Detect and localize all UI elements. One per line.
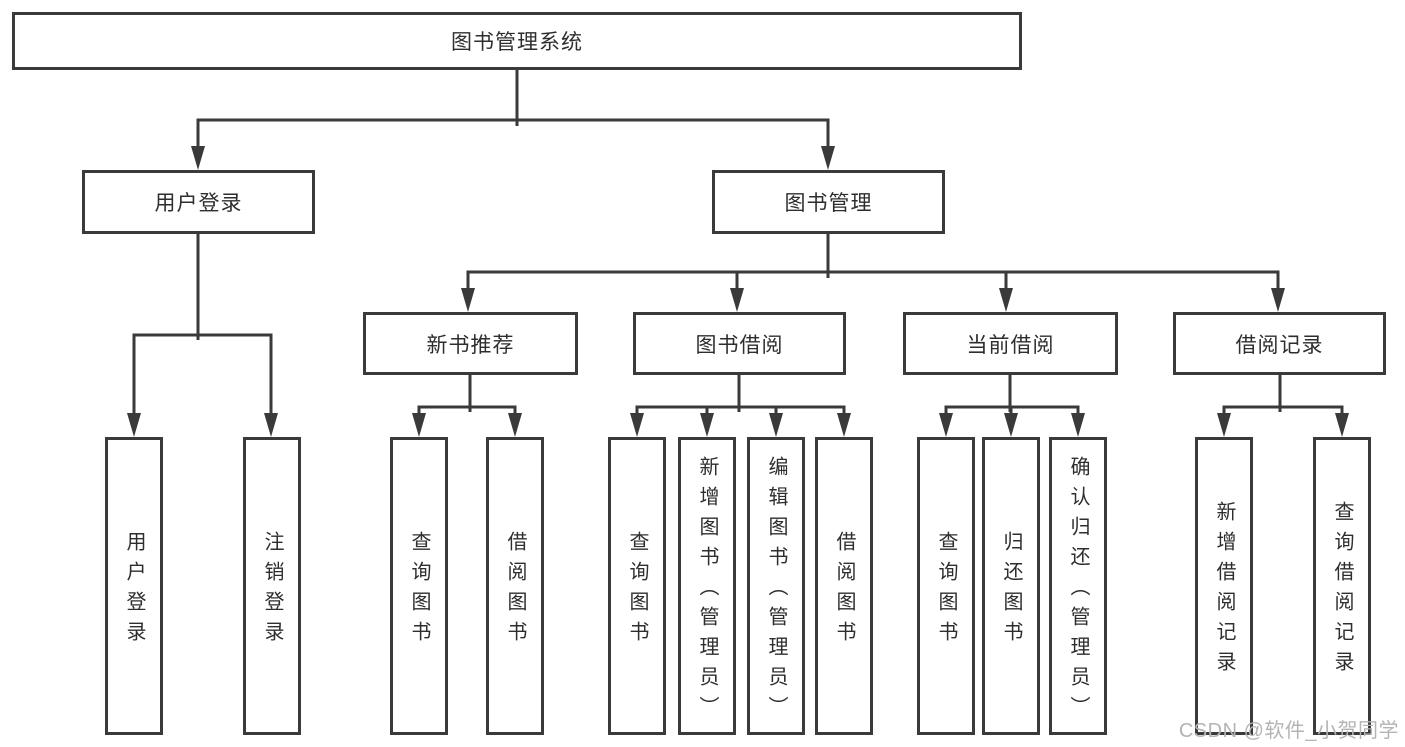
node-user-login: 用户登录 bbox=[82, 170, 315, 234]
csdn-watermark: CSDN @软件_小贺同学 bbox=[1178, 720, 1399, 742]
leaf-query-books-recommend: 查询图书 bbox=[390, 437, 448, 735]
leaf-query-books-current: 查询图书 bbox=[917, 437, 975, 735]
leaf-query-borrow-record: 查询借阅记录 bbox=[1313, 437, 1371, 735]
leaf-user-login: 用户登录 bbox=[105, 437, 163, 735]
leaf-return-books: 归还图书 bbox=[982, 437, 1040, 735]
leaf-add-borrow-record: 新增借阅记录 bbox=[1195, 437, 1253, 735]
node-book-management: 图书管理 bbox=[712, 170, 945, 234]
node-library-management-system: 图书管理系统 bbox=[12, 12, 1022, 70]
node-book-borrowing: 图书借阅 bbox=[633, 312, 846, 375]
leaf-borrow-books: 借阅图书 bbox=[815, 437, 873, 735]
node-new-book-recommendation: 新书推荐 bbox=[363, 312, 578, 375]
leaf-edit-books-admin: 编辑图书（管理员） bbox=[747, 437, 805, 735]
node-current-borrowing: 当前借阅 bbox=[903, 312, 1118, 375]
leaf-borrow-books-recommend: 借阅图书 bbox=[486, 437, 544, 735]
leaf-confirm-return-admin: 确认归还（管理员） bbox=[1049, 437, 1107, 735]
leaf-add-books-admin: 新增图书（管理员） bbox=[678, 437, 736, 735]
leaf-query-books-borrow: 查询图书 bbox=[608, 437, 666, 735]
node-borrowing-records: 借阅记录 bbox=[1173, 312, 1386, 375]
leaf-logout: 注销登录 bbox=[243, 437, 301, 735]
